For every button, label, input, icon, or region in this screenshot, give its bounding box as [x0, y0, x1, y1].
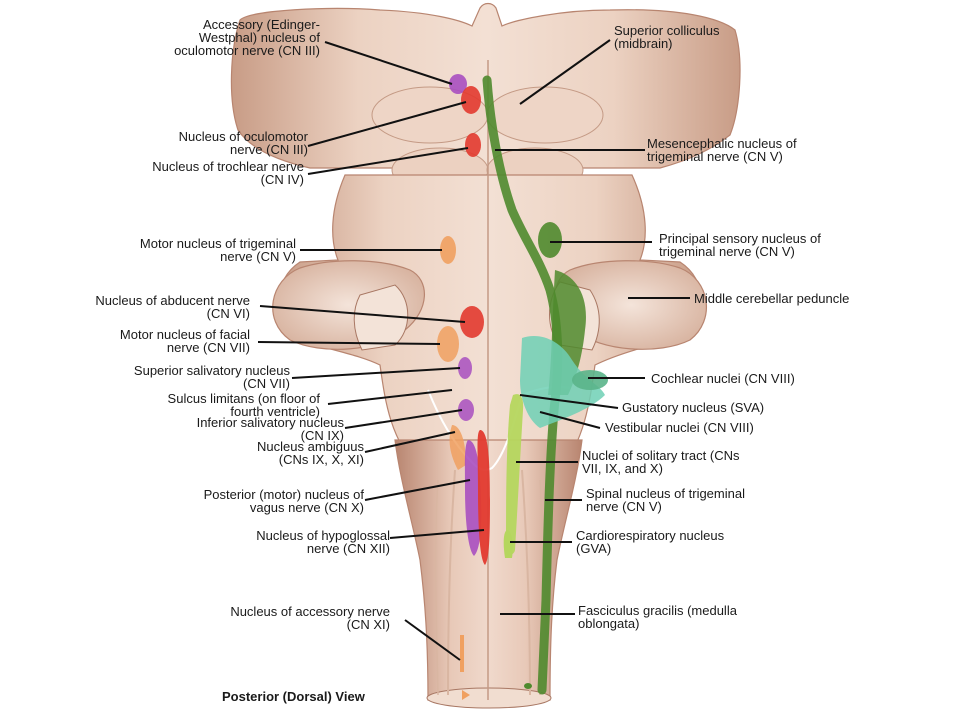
label-solitary-tract: Nuclei of solitary tract (CNs VII, IX, a…	[582, 448, 740, 476]
label-inferior-salivatory: Inferior salivatory nucleus (CN IX)	[196, 415, 344, 443]
spinal-cord-cut	[426, 687, 552, 709]
motor-facial-nucleus	[437, 326, 459, 362]
leader-trochlear	[307, 147, 469, 175]
leader-hypoglossal	[389, 529, 485, 539]
spinal-cut-orange-mark	[462, 690, 470, 700]
edinger-westphal-nucleus	[449, 74, 467, 94]
mesencephalic-trigeminal-column	[482, 75, 563, 695]
fasciculus-stripe-left-2	[434, 479, 439, 696]
label-cochlear: Cochlear nuclei (CN VIII)	[651, 371, 795, 386]
cochlear-nuclei	[572, 370, 608, 390]
leader-inferior-salivatory	[344, 409, 463, 429]
fasciculus-stripe-left	[447, 469, 456, 696]
trochlear-nucleus	[465, 133, 481, 157]
label-accessory-edinger-westphal: Accessory (Edinger- Westphal) nucleus of…	[174, 17, 320, 58]
nucleus-ambiguus	[449, 425, 466, 470]
cardiorespiratory-nucleus	[503, 530, 513, 558]
label-mesencephalic-trigeminal: Mesencephalic nucleus of trigeminal nerv…	[647, 136, 797, 164]
label-vestibular: Vestibular nuclei (CN VIII)	[605, 420, 754, 435]
posterior-vagus-nucleus	[464, 440, 482, 556]
fasciculus-stripe-right	[521, 469, 531, 696]
label-fasciculus-gracilis: Fasciculus gracilis (medulla oblongata)	[578, 603, 737, 631]
leader-lines	[257, 39, 690, 661]
inferior-salivatory-nucleus	[458, 399, 474, 421]
leader-posterior-vagus	[364, 479, 471, 501]
leader-oculomotor	[307, 101, 467, 147]
label-superior-salivatory: Superior salivatory nucleus (CN VII)	[133, 363, 290, 391]
label-nucleus-ambiguus: Nucleus ambiguus (CNs IX, X, XI)	[257, 439, 364, 467]
label-cardiorespiratory: Cardiorespiratory nucleus (GVA)	[576, 528, 725, 556]
solitary-tract-nuclei	[506, 394, 524, 555]
label-trochlear: Nucleus of trochlear nerve (CN IV)	[152, 159, 304, 187]
nuclei	[437, 74, 608, 700]
leader-superior-salivatory	[291, 367, 461, 379]
label-motor-facial: Motor nucleus of facial nerve (CN VII)	[119, 327, 250, 355]
leader-superior-colliculus	[519, 39, 611, 105]
superior-colliculus-right	[486, 86, 604, 144]
leader-motor-facial	[257, 341, 441, 345]
accessory-nerve-nucleus	[460, 635, 464, 672]
label-posterior-vagus: Posterior (motor) nucleus of vagus nerve…	[203, 487, 364, 515]
label-oculomotor: Nucleus of oculomotor nerve (CN III)	[178, 129, 308, 157]
superior-salivatory-nucleus	[458, 357, 472, 379]
leader-vestibular	[539, 411, 601, 429]
vestibular-nuclei	[520, 336, 605, 428]
leader-accessory-edinger-westphal	[324, 41, 453, 85]
leader-accessory-nerve	[404, 619, 461, 661]
principal-sensory-trigeminal-nucleus	[538, 222, 562, 258]
brainstem-tissue	[230, 2, 741, 709]
label-accessory-nerve: Nucleus of accessory nerve (CN XI)	[230, 604, 390, 632]
label-motor-trigeminal: Motor nucleus of trigeminal nerve (CN V)	[139, 236, 296, 264]
label-middle-cerebellar-peduncle: Middle cerebellar peduncle	[694, 291, 850, 306]
label-hypoglossal: Nucleus of hypoglossal nerve (CN XII)	[256, 528, 390, 556]
label-gustatory: Gustatory nucleus (SVA)	[622, 400, 765, 415]
spinal-cut-green-dot	[524, 683, 532, 689]
view-title: Posterior (Dorsal) View	[222, 689, 365, 704]
abducent-nucleus	[460, 306, 484, 338]
leader-abducent	[259, 305, 466, 323]
label-abducent: Nucleus of abducent nerve (CN VI)	[95, 293, 250, 321]
leader-gustatory	[519, 394, 619, 409]
leader-sulcus-limitans	[327, 389, 453, 405]
label-sulcus-limitans: Sulcus limitans (on floor of fourth vent…	[167, 391, 320, 419]
label-superior-colliculus: Superior colliculus (midbrain)	[614, 23, 720, 51]
motor-trigeminal-nucleus	[440, 236, 456, 264]
oculomotor-nucleus	[461, 86, 481, 114]
leader-nucleus-ambiguus	[364, 431, 456, 453]
label-spinal-trigeminal: Spinal nucleus of trigeminal nerve (CN V…	[586, 486, 745, 514]
label-principal-sensory-trigeminal: Principal sensory nucleus of trigeminal …	[659, 231, 821, 259]
